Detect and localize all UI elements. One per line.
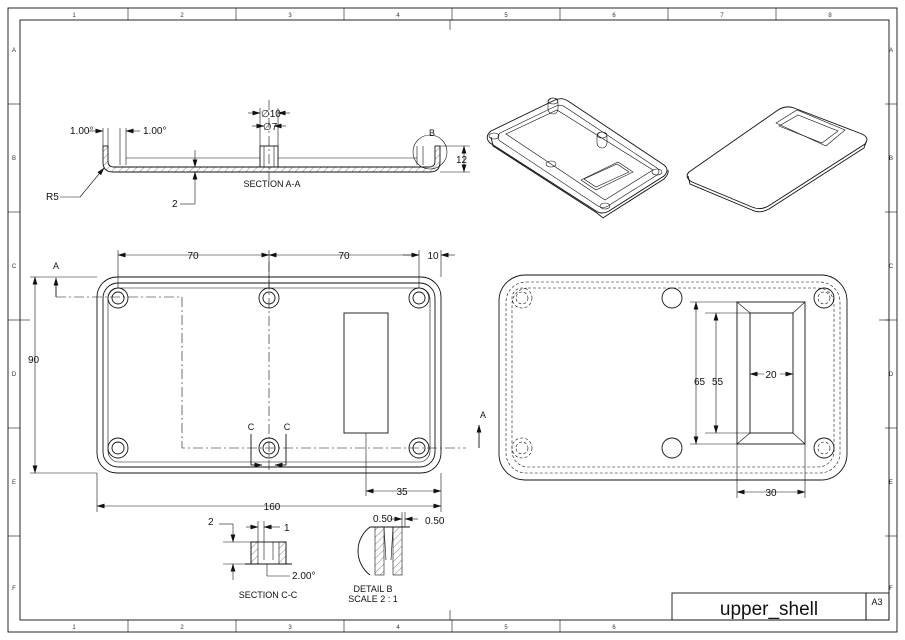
section-cc-view: 2 1 2.00° SECTION C-C (208, 517, 315, 600)
detail-b-label: DETAIL B (353, 584, 392, 594)
zone-right-e: E (889, 480, 893, 486)
outer-height-label: 65 (694, 377, 706, 388)
draft-right-label: 1.00° (143, 126, 166, 137)
zone-top-1: 1 (72, 13, 76, 19)
section-mark-a-top: A (53, 261, 59, 271)
zone-right-d: D (889, 372, 894, 378)
height-label: 12 (456, 155, 468, 166)
cc-draft-label: 2.00° (292, 571, 315, 582)
zone-left-b: B (12, 156, 16, 162)
height-label-front: 90 (28, 355, 40, 366)
zone-top-5: 5 (504, 13, 508, 19)
cc-left-label: 2 (208, 517, 214, 528)
zone-top-8: 8 (828, 13, 832, 19)
zone-top-4: 4 (396, 13, 400, 19)
radius-label: R5 (46, 192, 59, 203)
zone-top-3: 3 (288, 13, 292, 19)
zone-left-f: F (12, 586, 16, 592)
edge-label: 10 (427, 251, 439, 262)
section-mark-c-right: C (284, 422, 291, 432)
sheet-size: A3 (871, 597, 882, 607)
zone-bottom-6: 6 (612, 625, 616, 631)
detail-b-right-label: 0.50 (425, 516, 445, 527)
cc-right-label: 1 (284, 523, 290, 534)
zone-right-a: A (889, 48, 893, 54)
inner-height-label: 55 (712, 377, 724, 388)
title-block: upper_shell A3 (671, 592, 890, 621)
section-cc-label: SECTION C-C (239, 590, 298, 600)
section-aa-dims: 1.00° 1.00° ∅10 ∅7 12 R5 2 SECTION A-A (46, 108, 470, 210)
zone-right-c: C (889, 264, 894, 270)
draft-left-label: 1.00° (70, 126, 93, 137)
iso-view-top (686, 106, 868, 213)
iso-view-underside (486, 97, 669, 219)
spacing-left-label: 70 (187, 251, 199, 262)
section-aa-label: SECTION A-A (243, 179, 300, 189)
zone-left-e: E (12, 480, 16, 486)
section-aa-view: B (102, 100, 448, 180)
zone-right-f: F (889, 586, 893, 592)
front-view: A A C C (53, 261, 486, 474)
back-view (498, 274, 848, 481)
sheet-frame (7, 7, 898, 633)
width-label-front: 160 (264, 502, 281, 513)
detail-b-view: 0.50 0.50 DETAIL B SCALE 2 : 1 (348, 512, 445, 604)
back-view-dims: 65 55 20 30 (690, 301, 806, 499)
zone-top-6: 6 (612, 13, 616, 19)
zone-top-7: 7 (720, 13, 724, 19)
zone-top-2: 2 (180, 13, 184, 19)
wall-label: 2 (172, 199, 178, 210)
zone-bottom-1: 1 (72, 625, 76, 631)
detail-b-scale: SCALE 2 : 1 (348, 594, 398, 604)
detail-b-left-label: 0.50 (373, 514, 393, 525)
zone-right-b: B (889, 156, 893, 162)
zone-bottom-5: 5 (504, 625, 508, 631)
zone-bottom-3: 3 (288, 625, 292, 631)
zone-labels: 1 2 3 4 5 6 7 8 1 2 3 4 5 6 A B C D E F … (12, 13, 894, 631)
zone-left-a: A (12, 48, 16, 54)
section-mark-a-right: A (480, 410, 486, 420)
dia-outer-label: ∅10 (261, 109, 281, 120)
zone-left-d: D (12, 372, 17, 378)
zone-bottom-4: 4 (396, 625, 400, 631)
front-view-dims: 70 70 10 90 160 35 (28, 250, 455, 513)
spacing-right-label: 70 (338, 251, 350, 262)
zone-left-c: C (12, 264, 17, 270)
slot-offset-label: 35 (396, 487, 408, 498)
section-mark-c-left: C (248, 422, 255, 432)
zone-bottom-2: 2 (180, 625, 184, 631)
drawing-title: upper_shell (720, 599, 818, 620)
inner-width-label: 20 (765, 370, 777, 381)
detail-b-callout: B (429, 128, 435, 138)
dia-inner-label: ∅7 (263, 122, 278, 133)
outer-width-label: 30 (765, 488, 777, 499)
